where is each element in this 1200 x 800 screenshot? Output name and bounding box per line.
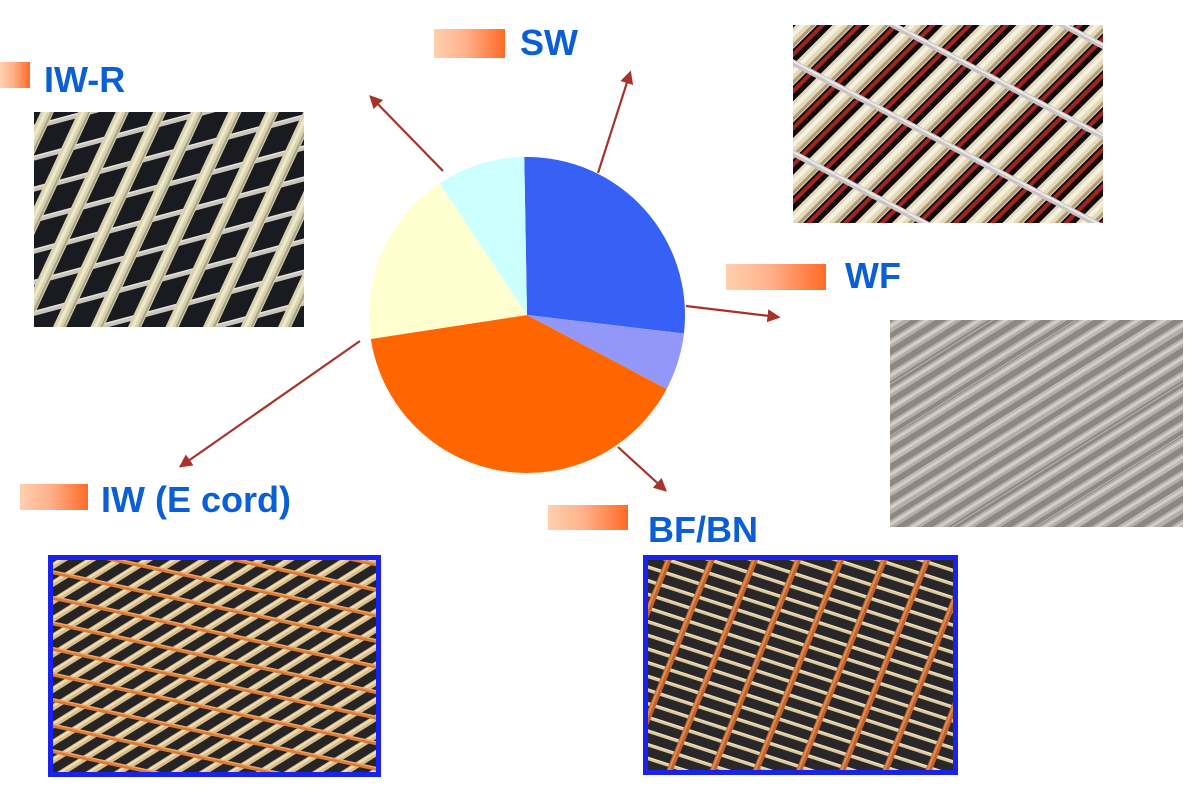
pie-slice-bf-bn [370, 315, 667, 474]
pie-chart [368, 156, 686, 474]
legend-swatch-iw-r [0, 62, 30, 88]
pie-slice-iw-r [439, 157, 527, 315]
label-wf: WF [845, 255, 901, 296]
arrow-bf-bn [617, 446, 667, 492]
photo-iw-r [34, 112, 304, 327]
photo-bf-bn [643, 555, 958, 775]
legend-swatch-iw-e-cord [20, 484, 88, 510]
pie-slice-iw-e-cord [368, 183, 527, 339]
arrow-sw [596, 70, 634, 174]
label-iw-r: IW-R [44, 59, 126, 100]
legend-swatch-bf-bn [548, 505, 628, 530]
arrow-wf [685, 304, 781, 323]
photo-iw-e-cord [48, 555, 381, 777]
photo-sw [793, 25, 1103, 223]
pie-slice-sw [524, 156, 686, 334]
legend-swatch-wf [726, 264, 826, 290]
label-sw: SW [520, 22, 578, 63]
label-iw-e-cord: IW (E cord) [101, 479, 291, 520]
arrow-iw-e-cord [178, 340, 361, 468]
legend-swatch-sw [434, 29, 505, 58]
photo-wf [890, 320, 1183, 527]
label-bf-bn: BF/BN [648, 509, 758, 550]
pie-slice-wf [527, 315, 684, 389]
arrow-iw-r [369, 95, 444, 172]
